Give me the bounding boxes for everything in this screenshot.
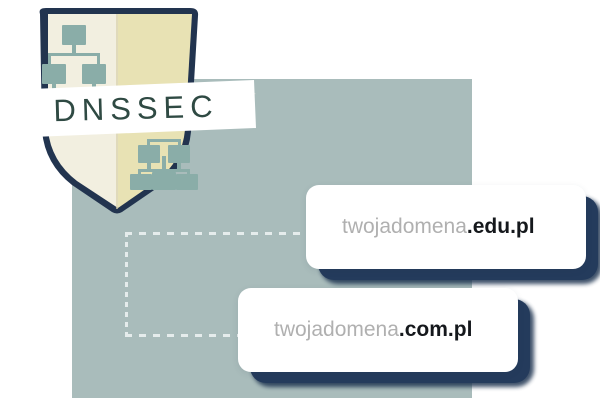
domain-card-com[interactable]: twojadomena.com.pl: [238, 288, 518, 372]
network-hierarchy-inverted-icon: [130, 139, 198, 190]
domain-tld-label: .edu.pl: [466, 215, 535, 238]
dnssec-ribbon: DNSSEC: [4, 78, 260, 140]
shield-graphic: [39, 8, 199, 214]
dnssec-shield-badge: [10, 4, 226, 216]
connector-line-top: [125, 232, 310, 235]
ribbon-body: [6, 80, 256, 138]
domain-card-edu[interactable]: twojadomena.edu.pl: [306, 185, 586, 269]
domain-base-label: twojadomena: [342, 215, 467, 238]
connector-line-bottom: [125, 334, 255, 337]
domain-base-label: twojadomena: [274, 318, 399, 341]
dnssec-label: DNSSEC: [52, 88, 220, 129]
domain-tld-label: .com.pl: [398, 318, 473, 341]
connector-line-vertical: [125, 232, 128, 337]
ribbon-graphic: [6, 80, 256, 138]
